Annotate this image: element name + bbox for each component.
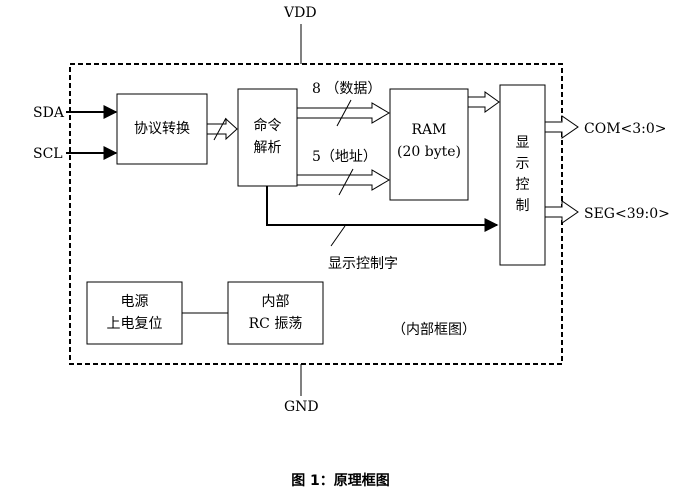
ram-line1: RAM [411,122,447,138]
protocol-converter-block [116,93,208,165]
power-on-reset-line1: 电源 [120,294,149,310]
command-parser-block [237,88,298,187]
display-control-char-1: 显 [515,135,530,151]
power-on-reset-block [86,281,183,345]
vdd-label: VDD [284,5,317,21]
ram-to-display-arrow [467,91,500,113]
display-control-block [499,84,546,266]
display-control-char-4: 制 [515,198,530,214]
control-word-label: 显示控制字 [328,256,398,272]
ram-block [389,88,469,201]
control-word-slash [330,225,346,247]
display-control-char-3: 控 [515,177,530,193]
protocol-to-command-arrow [206,117,238,141]
data-bus-arrow [296,102,390,124]
address-bus-label: 5（地址） [312,149,377,165]
scl-label: SCL [33,146,63,162]
command-parser-line1: 命令 [253,118,282,134]
address-bus-slash [338,168,354,196]
ram-line2: (20 byte) [397,144,461,160]
protocol-converter-text: 协议转换 [134,121,190,137]
display-control-char-2: 示 [515,156,530,172]
display-control-text: 显 示 控 制 [500,133,545,217]
rc-oscillator-line2: RC 振荡 [248,316,303,332]
data-bus-label: 8 （数据） [312,81,382,97]
sda-label: SDA [33,105,64,121]
rc-oscillator-line1: 内部 [261,294,290,310]
data-bus-slash [336,99,352,127]
address-bus-arrow [296,169,390,191]
protocol-bus-slash [213,117,227,141]
figure-caption: 图 1：原理框图 [291,473,390,489]
command-parser-text: 命令 解析 [238,115,297,159]
rc-oscillator-text: 内部 RC 振荡 [228,291,323,335]
com-output-arrow [544,115,579,139]
seg-output-arrow [544,200,579,224]
rc-oscillator-block [227,281,324,345]
gnd-label: GND [284,399,319,415]
internal-diagram-label: （内部框图） [392,322,476,338]
ram-text: RAM (20 byte) [390,119,468,163]
power-on-reset-line2: 上电复位 [106,316,163,332]
seg-label: SEG<39:0> [584,206,670,222]
com-label: COM<3:0> [584,121,667,137]
command-parser-line2: 解析 [253,140,282,156]
control-word-line [266,186,499,232]
power-on-reset-text: 电源 上电复位 [87,291,182,335]
